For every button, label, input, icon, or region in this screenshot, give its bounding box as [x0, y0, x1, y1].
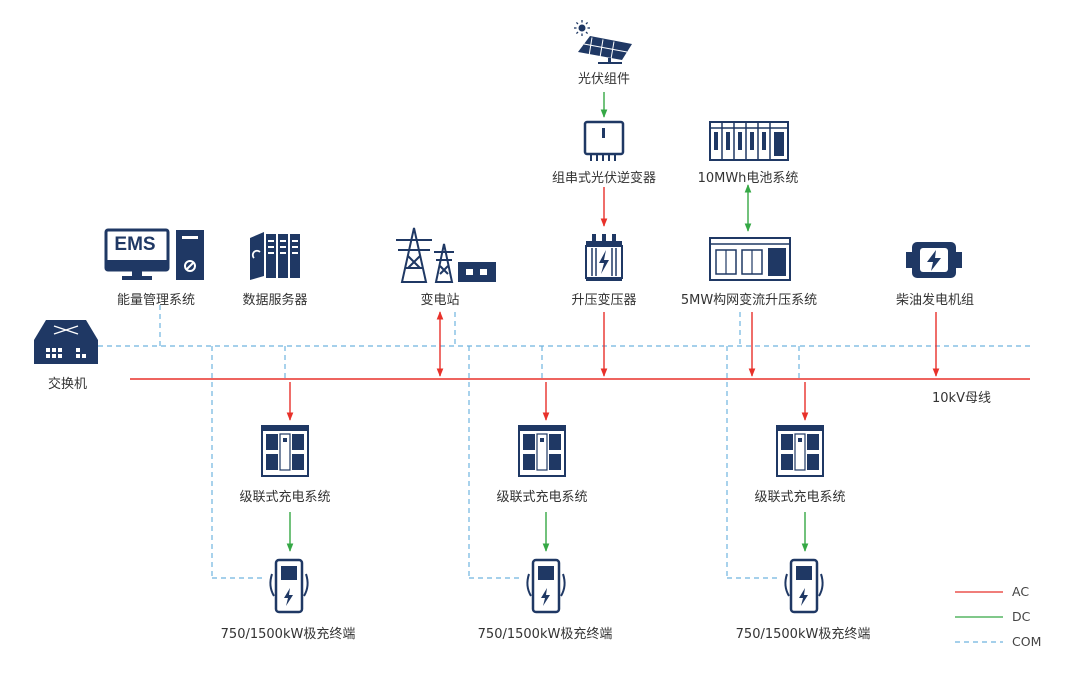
ems-label: 能量管理系统 — [116, 293, 196, 308]
battery-container-icon — [709, 121, 789, 161]
terminal-label-3: 750/1500kW极充终端 — [735, 627, 871, 642]
pv-label: 光伏组件 — [577, 72, 631, 87]
dc-links — [286, 92, 809, 552]
switch-label: 交换机 — [48, 377, 88, 392]
substation-tower-icon — [396, 227, 496, 283]
legend-lines — [955, 591, 1003, 643]
com-network — [98, 305, 1030, 579]
charging-terminal-icon — [269, 558, 309, 614]
ac-links — [286, 187, 940, 421]
legend-com-label: COM — [1012, 634, 1042, 649]
dataserver-label: 数据服务器 — [242, 293, 308, 308]
solar-panel-icon — [574, 20, 632, 64]
charging-terminal-icon — [526, 558, 566, 614]
server-rack-icon — [250, 232, 300, 280]
transformer-label: 升压变压器 — [571, 293, 637, 308]
charging-cabinet-icon — [776, 425, 824, 477]
battery-label: 10MWh电池系统 — [697, 171, 799, 186]
charger-label-2: 级联式充电系统 — [496, 490, 588, 505]
substation-label: 变电站 — [420, 293, 460, 308]
legend-ac-label: AC — [1012, 584, 1030, 599]
bus-label: 10kV母线 — [932, 391, 991, 406]
pcs-container-icon — [709, 237, 791, 281]
diesel-label: 柴油发电机组 — [895, 293, 975, 308]
charger-label-1: 级联式充电系统 — [239, 490, 331, 505]
charging-terminal-icon — [784, 558, 824, 614]
charging-cabinet-icon — [518, 425, 566, 477]
transformer-icon — [585, 234, 623, 281]
diesel-generator-icon — [906, 242, 962, 278]
pcs-label: 5MW构网变流升压系统 — [680, 293, 818, 308]
charger-label-3: 级联式充电系统 — [754, 490, 846, 505]
terminal-label-1: 750/1500kW极充终端 — [220, 627, 356, 642]
legend-dc-label: DC — [1012, 609, 1031, 624]
charging-cabinet-icon — [261, 425, 309, 477]
ems-computer-icon — [104, 228, 204, 280]
inverter-label: 组串式光伏逆变器 — [551, 171, 657, 186]
ems-screen-text: EMS — [114, 234, 156, 255]
terminal-label-2: 750/1500kW极充终端 — [477, 627, 613, 642]
network-switch-icon — [34, 320, 98, 364]
string-inverter-icon — [583, 120, 625, 161]
